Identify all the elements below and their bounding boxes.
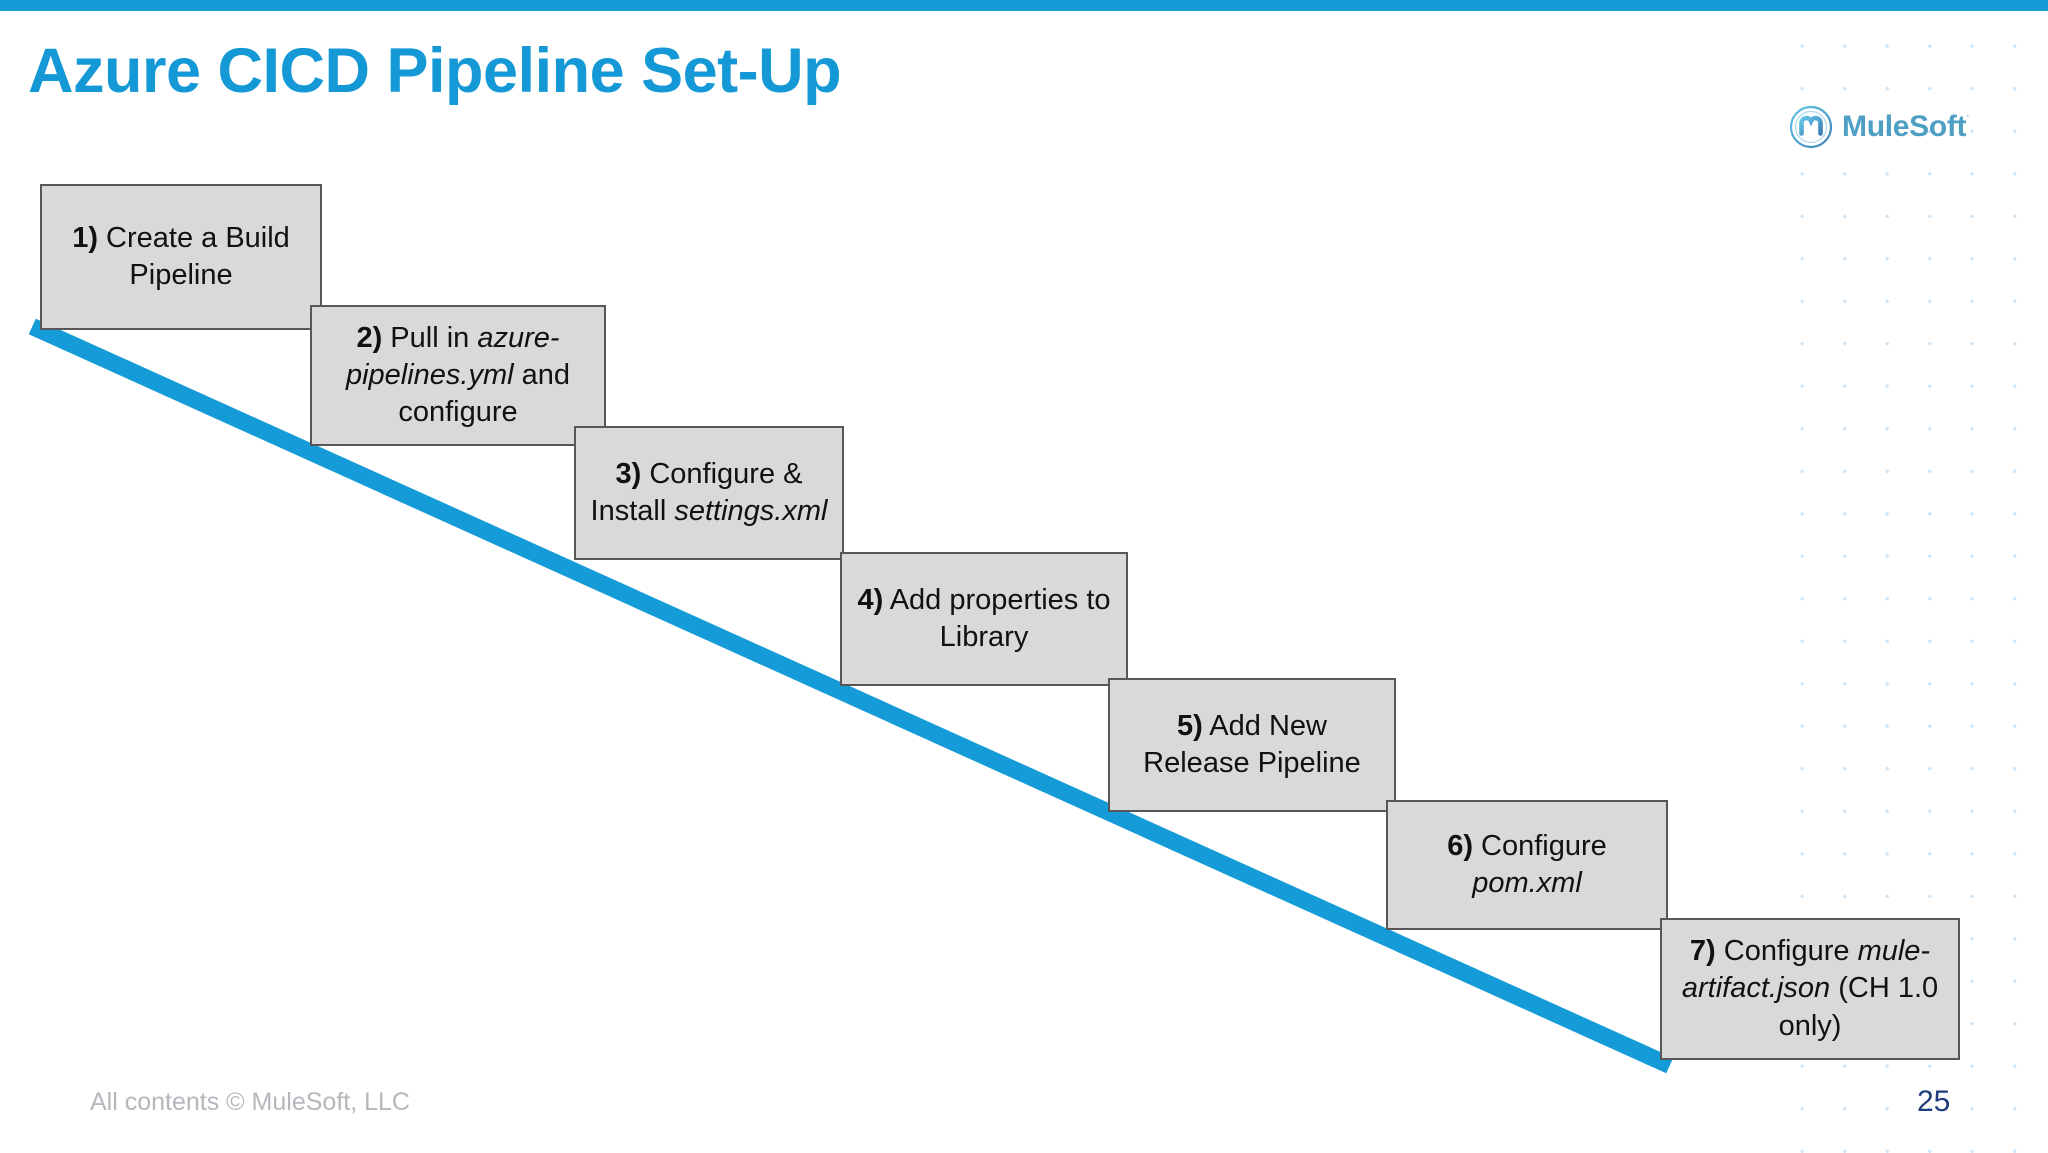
step-box-2[interactable]: 2) Pull in azure-pipelines.yml and confi…: [310, 305, 606, 446]
step-box-4[interactable]: 4) Add properties to Library: [840, 552, 1128, 686]
step-box-6[interactable]: 6) Configure pom.xml: [1386, 800, 1668, 930]
page-title: Azure CICD Pipeline Set-Up: [28, 36, 842, 106]
step-box-7[interactable]: 7) Configure mule-artifact.json (CH 1.0 …: [1660, 918, 1960, 1060]
step-box-5[interactable]: 5) Add New Release Pipeline: [1108, 678, 1396, 812]
mulesoft-mark-icon: [1789, 105, 1833, 149]
step-box-3[interactable]: 3) Configure & Install settings.xml: [574, 426, 844, 560]
step-label-2: 2) Pull in azure-pipelines.yml and confi…: [345, 321, 571, 429]
step-label-7: 7) Configure mule-artifact.json (CH 1.0 …: [1681, 935, 1939, 1042]
wordmark-text: MuleSoft: [1842, 110, 1967, 143]
step-label-3: 3) Configure & Install settings.xml: [590, 457, 828, 527]
top-accent-bar: [0, 0, 2048, 11]
step-label-1: 1) Create a Build Pipeline: [72, 221, 290, 291]
step-label-5: 5) Add New Release Pipeline: [1143, 709, 1361, 779]
step-label-4: 4) Add properties to Library: [857, 583, 1111, 653]
step-label-6: 6) Configure pom.xml: [1447, 829, 1607, 899]
footer-copyright: All contents © MuleSoft, LLC: [90, 1088, 410, 1116]
mulesoft-logo: MuleSoft˙: [1789, 105, 1971, 149]
trademark-mark: ˙: [1966, 113, 1971, 128]
mulesoft-wordmark: MuleSoft˙: [1842, 110, 1971, 144]
page-number: 25: [1917, 1085, 1951, 1118]
step-box-1[interactable]: 1) Create a Build Pipeline: [40, 184, 322, 330]
